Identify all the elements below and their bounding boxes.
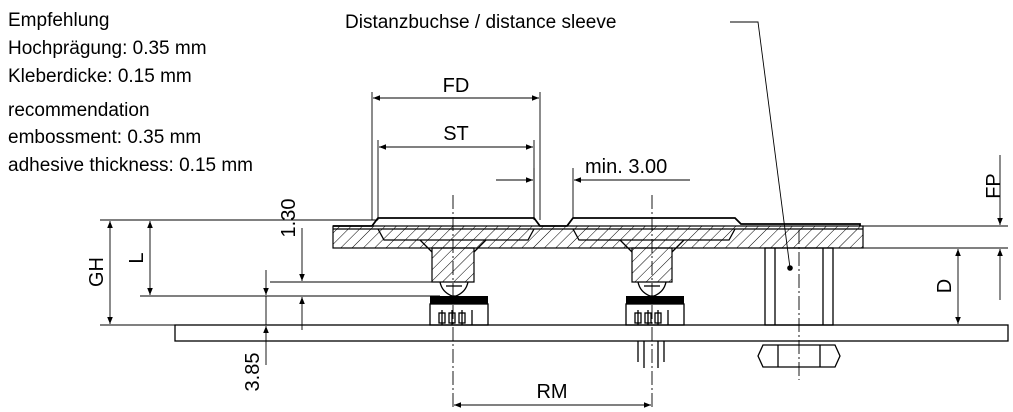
dimension-min-gap: min. 3.00 [496,156,690,218]
note-en-title: recommendation [8,100,150,121]
dimension-fd: FD [371,75,541,220]
label-gh: GH [86,257,108,287]
dimension-rm: RM [454,381,651,408]
label-st: ST [443,123,469,145]
hex-nut [757,344,841,368]
label-min-gap: min. 3.00 [585,156,667,178]
note-en-adhesive: adhesive thickness: 0.15 mm [8,155,253,176]
label-fp: FP [983,173,1005,199]
callout-leader-line [730,21,791,269]
label-fd: FD [443,75,470,97]
note-en-embossment: embossment: 0.35 mm [8,127,201,148]
note-de-embossment: Hochprägung: 0.35 mm [8,38,207,59]
dimension-fp: FP [862,155,1008,300]
label-rm: RM [536,381,567,403]
dimension-l: L [126,221,440,297]
label-130: 1.30 [278,199,300,238]
dimension-st: ST [377,123,535,220]
pcb-board [174,324,1009,342]
note-de-adhesive: Kleberdicke: 0.15 mm [8,66,192,87]
tactile-switch-right [625,281,685,368]
note-de-title: Empfehlung [8,10,109,31]
front-panel [332,217,864,249]
dimension-130: 1.30 [270,199,440,330]
label-l: L [126,252,148,263]
dimension-385: 3.85 [242,270,269,392]
label-385: 3.85 [242,353,264,392]
label-d: D [934,279,956,293]
callout-leader-dot [787,265,793,271]
dimension-d: D [833,247,970,324]
callout-distance-sleeve: Distanzbuchse / distance sleeve [345,12,616,33]
dimension-gh: GH [86,219,378,326]
tactile-switch-left [429,281,489,326]
